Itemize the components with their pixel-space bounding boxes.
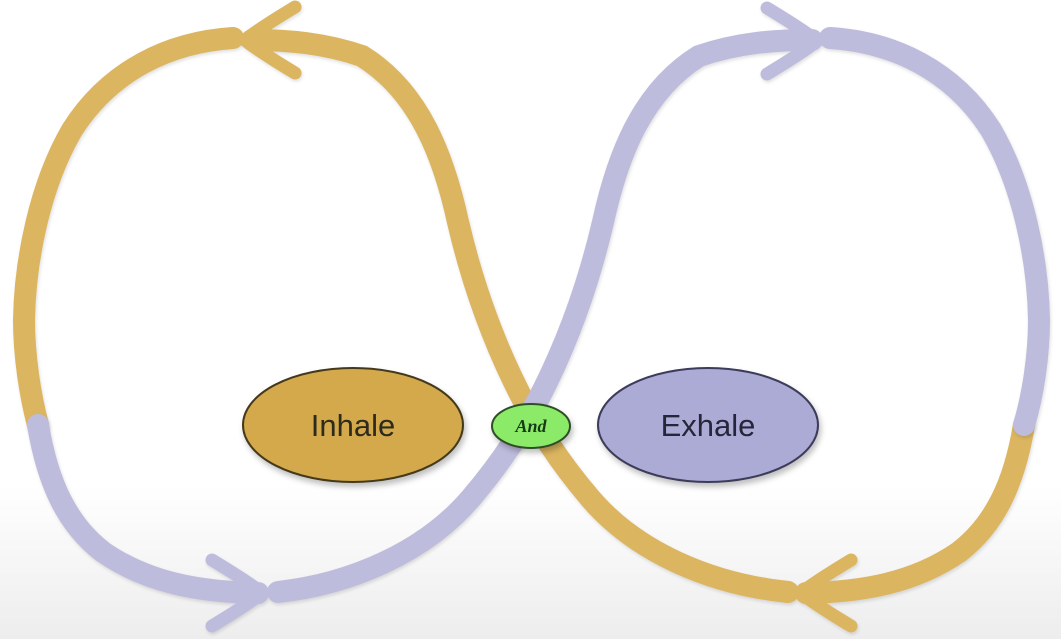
node-and-shape — [491, 403, 571, 449]
exhale-loop-left-descent-path — [27, 414, 269, 604]
inhale-loop — [12, 0, 1035, 633]
exhale-loop-right-descent-path — [819, 27, 1051, 436]
exhale-loop-main-path — [267, 29, 823, 603]
exhale-arrow-top-icon — [760, 1, 824, 81]
node-inhale-label: Inhale — [311, 408, 395, 443]
inhale-arrow-top-icon — [238, 0, 302, 80]
node-inhale-shape — [242, 367, 464, 483]
node-inhale: Inhale — [242, 367, 464, 483]
inhale-loop-left-descent-path — [12, 27, 244, 436]
node-and-label: And — [514, 416, 547, 436]
exhale-arrow-bottom-icon — [205, 553, 269, 633]
inhale-loop-right-descent-path — [795, 414, 1035, 604]
inhale-loop-main-path — [241, 29, 799, 603]
node-exhale-label: Exhale — [661, 408, 756, 443]
node-and: And — [491, 403, 571, 449]
node-exhale-shape — [597, 367, 819, 483]
exhale-loop — [27, 1, 1051, 633]
node-exhale: Exhale — [597, 367, 819, 483]
inhale-arrow-bottom-icon — [794, 553, 858, 633]
